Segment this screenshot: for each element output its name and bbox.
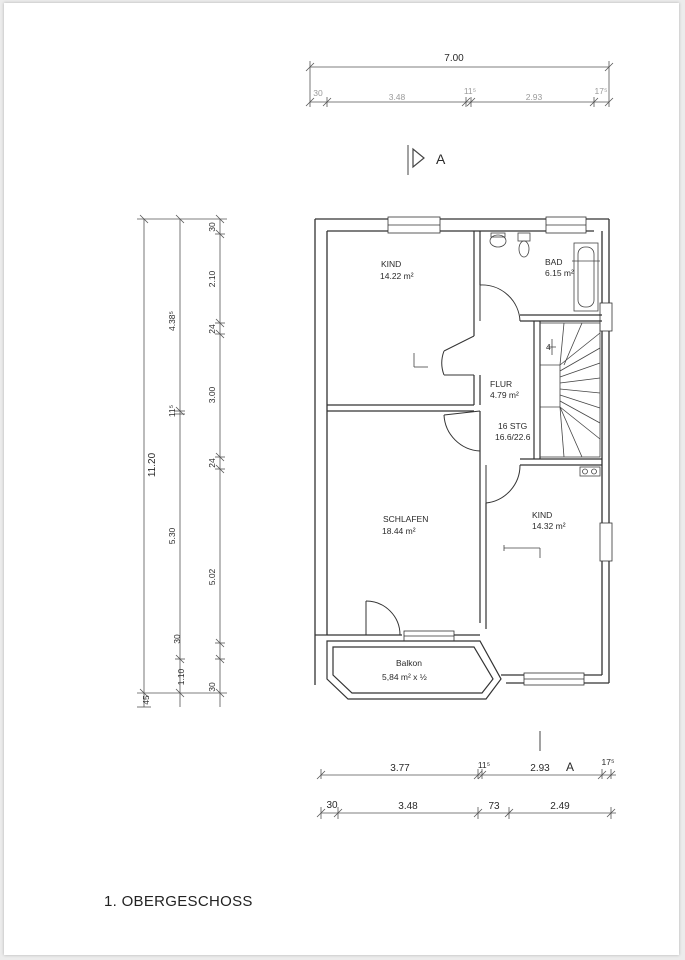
exterior-walls: [314, 218, 610, 685]
dim-bottom-r1-3: 2.93: [530, 763, 550, 774]
dim-top-part-4: 2.93: [526, 92, 543, 102]
dim-left-overall: 11.20: [147, 452, 158, 477]
dim-bottom-r1-2: 11⁵: [478, 760, 490, 770]
room-flur-name: FLUR: [490, 379, 512, 389]
room-schlafen-name: SCHLAFEN: [383, 514, 428, 524]
sink-icon: [489, 234, 507, 248]
room-kind-top-name: KIND: [381, 259, 401, 269]
room-kind-bottom-name: KIND: [532, 510, 552, 520]
section-cut-lines: [413, 353, 541, 558]
drawing-sheet: 7.00 30 3.48 11⁵ 2.93 17⁵ A: [4, 3, 679, 955]
dim-bottom-r1-4: 17⁵: [602, 757, 615, 767]
bottom-dimension-labels: 3.77 11⁵ 2.93 A 17⁵ 30 3.48 73 2.49: [326, 757, 614, 812]
room-bad-area: 6.15 m²: [545, 268, 574, 278]
bottom-dimension-lines: [316, 769, 616, 819]
dim-bottom-r2-1: 30: [326, 800, 338, 811]
toilet-icon: [518, 240, 530, 258]
dim-top-overall: 7.00: [444, 53, 464, 64]
dim-top-part-1: 30: [313, 88, 323, 98]
dim-bottom-r1-1: 3.77: [390, 763, 410, 774]
dim-left-mid-5: 45: [141, 695, 151, 705]
room-schlafen-area: 18.44 m²: [382, 526, 416, 536]
windows: [387, 216, 613, 686]
section-mark-label: A: [436, 151, 446, 167]
dim-top-part-3: 11⁵: [464, 86, 476, 96]
room-balkon-name: Balkon: [396, 658, 422, 668]
stairs-ratio: 16.6/22.6: [495, 432, 531, 442]
dim-left-inner-7: 30: [172, 634, 182, 644]
hob-icon: [579, 466, 601, 477]
room-kind-bottom-area: 14.32 m²: [532, 521, 566, 531]
section-marker-top: A: [407, 145, 446, 175]
interior-walls: [327, 231, 602, 636]
dim-left-inner-8: 30: [207, 682, 217, 692]
left-dimension-lines: [137, 214, 227, 708]
dim-left-inner-2: 2.10: [207, 270, 217, 287]
room-flur-area: 4.79 m²: [490, 390, 519, 400]
dim-left-inner-5: 24: [207, 458, 217, 468]
floor-plan: 7.00 30 3.48 11⁵ 2.93 17⁵ A: [137, 53, 616, 819]
doors: [365, 284, 521, 636]
left-dimension-labels: 11.20 4.38⁵ 11⁵ 5.30 1.10 45 30 2.10 24 …: [141, 222, 217, 705]
staircase: [539, 322, 601, 458]
room-bad-name: BAD: [545, 257, 562, 267]
dim-left-mid-4: 1.10: [176, 668, 186, 685]
room-labels: KIND 14.22 m² BAD 6.15 m² FLUR 4.79 m² 1…: [380, 257, 574, 682]
top-dimension-lines: [305, 61, 614, 107]
bathroom-fixtures: [489, 232, 600, 312]
room-kind-top-area: 14.22 m²: [380, 271, 414, 281]
balcony-outline: [315, 634, 502, 700]
dim-bottom-r2-4: 2.49: [550, 801, 570, 812]
dim-left-mid-1: 4.38⁵: [167, 311, 177, 331]
dim-bottom-r2-3: 73: [488, 801, 500, 812]
stairs-label: 16 STG: [498, 421, 527, 431]
dim-left-inner-1: 30: [207, 222, 217, 232]
dim-left-mid-3: 5.30: [167, 527, 177, 544]
room-balkon-area: 5,84 m² x ½: [382, 672, 427, 682]
dim-top-part-5: 17⁵: [595, 86, 608, 96]
dim-bottom-r2-2: 3.48: [398, 801, 418, 812]
dim-left-inner-6: 5.02: [207, 568, 217, 585]
dim-left-inner-3: 24: [207, 324, 217, 334]
bathtub-icon: [573, 242, 599, 312]
section-mark-bottom-label: A: [566, 760, 574, 774]
dim-top-part-2: 3.48: [389, 92, 406, 102]
dim-left-mid-2: 11⁵: [167, 405, 177, 417]
dim-left-inner-4: 3.00: [207, 386, 217, 403]
floor-title: 1. OBERGESCHOSS: [104, 893, 253, 910]
stair-step-number: 4: [546, 342, 551, 352]
